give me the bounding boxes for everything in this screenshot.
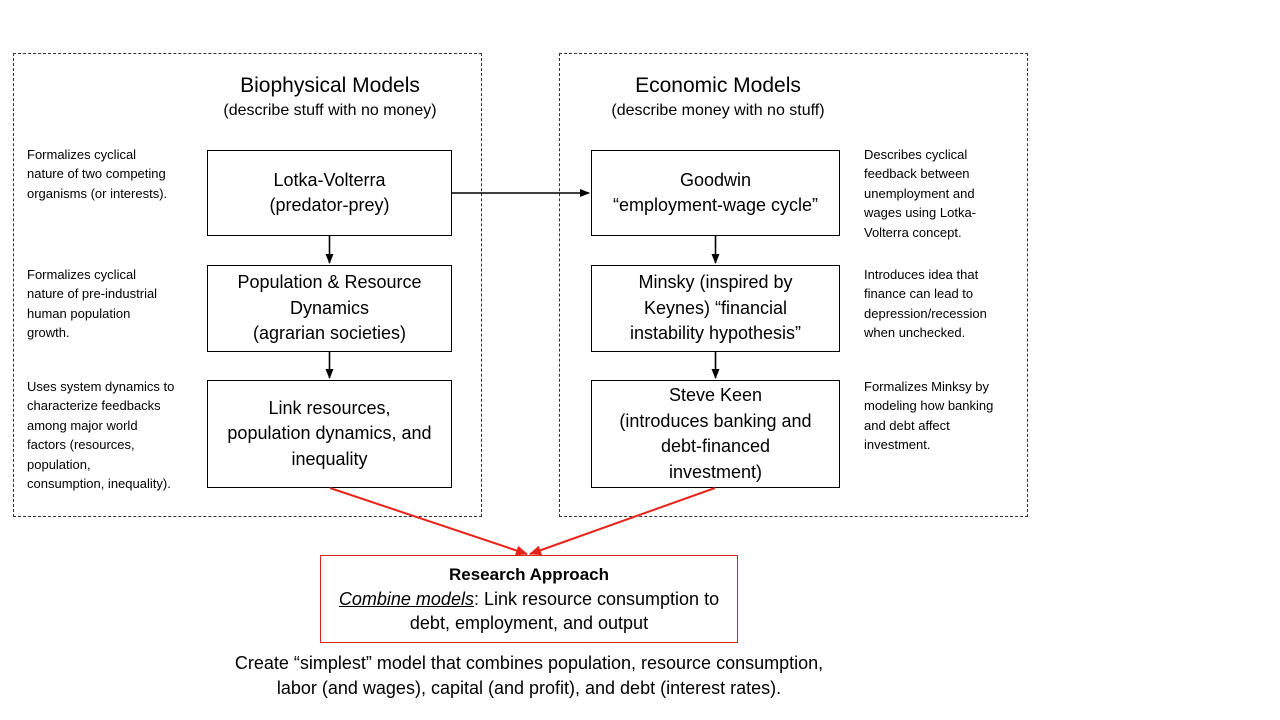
system-dynamics-note: Uses system dynamics to characterize fee…	[27, 379, 175, 492]
goodwin-note: Describes cyclical feedback between unem…	[864, 147, 977, 240]
steve-keen-note: Formalizes Minksy by modeling how bankin…	[864, 379, 994, 453]
biophysical-models-subtitle: (describe stuff with no money)	[223, 102, 437, 119]
minsky-box: Minsky (inspired by Keynes) “financial i…	[591, 265, 840, 352]
lotka-volterra-note: Formalizes cyclical nature of two compet…	[27, 147, 168, 201]
population-dynamics-note: Formalizes cyclical nature of pre-indust…	[27, 267, 158, 341]
economic-models-title: Economic Models	[635, 74, 801, 97]
goodwin-box: Goodwin “employment-wage cycle”	[591, 150, 840, 236]
research-approach-emphasis: Combine models	[338, 589, 474, 609]
research-approach-box: Research Approach Combine models: Link r…	[320, 555, 738, 643]
biophysical-models-title: Biophysical Models	[240, 74, 420, 97]
research-approach-description: : Link resource consumption to debt, emp…	[409, 589, 720, 633]
research-approach-title: Research Approach	[449, 565, 609, 584]
link-resources-box: Link resources, population dynamics, and…	[207, 380, 452, 488]
steve-keen-box: Steve Keen (introduces banking and debt-…	[591, 380, 840, 488]
minsky-note: Introduces idea that finance can lead to…	[864, 267, 987, 341]
lotka-volterra-box: Lotka-Volterra (predator-prey)	[207, 150, 452, 236]
biophysical-models-group	[13, 53, 482, 517]
economic-models-group	[559, 53, 1028, 517]
bottom-summary-text: Create “simplest” model that combines po…	[234, 653, 824, 698]
population-resource-dynamics-box: Population & Resource Dynamics (agrarian…	[207, 265, 452, 352]
research-approach-body: Combine models: Link resource consumptio…	[321, 587, 737, 635]
economic-models-subtitle: (describe money with no stuff)	[611, 102, 825, 119]
